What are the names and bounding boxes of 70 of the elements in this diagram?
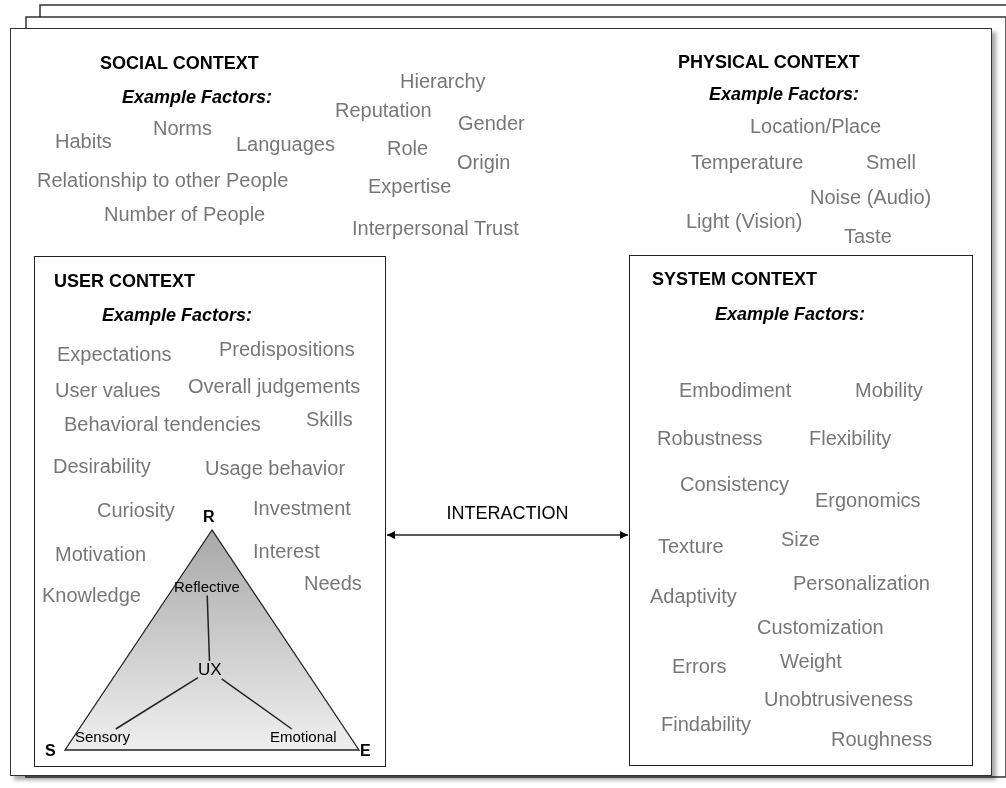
factor-label: Behavioral tendencies	[64, 412, 261, 436]
factor-label: Smell	[866, 150, 916, 174]
factor-label: Ergonomics	[815, 488, 921, 512]
factor-label: Weight	[780, 649, 842, 673]
factor-label: Size	[781, 527, 820, 551]
factor-label: Motivation	[55, 542, 147, 566]
factor-label: Personalization	[793, 571, 930, 595]
factor-label: Texture	[658, 534, 724, 558]
factor-label: Investment	[253, 496, 351, 520]
factor-label: Usage behavior	[205, 456, 346, 480]
factor-label: Expertise	[368, 174, 452, 198]
factor-label: Needs	[304, 571, 362, 595]
factor-label: Noise (Audio)	[810, 185, 932, 209]
factor-label: Customization	[757, 615, 884, 639]
subheading: Example Factors:	[102, 304, 253, 326]
factor-label: Adaptivity	[650, 584, 737, 608]
factor-label: Location/Place	[750, 114, 882, 138]
factor-label: User values	[55, 378, 161, 402]
connector-line	[115, 676, 199, 730]
factor-label: Interest	[253, 539, 320, 563]
double-arrow	[386, 531, 629, 539]
factor-label: Number of People	[104, 202, 266, 226]
factor-label: Overall judgements	[188, 374, 361, 398]
corner-label: S	[45, 741, 56, 761]
factor-label: Consistency	[680, 472, 789, 496]
factor-label: Embodiment	[679, 378, 792, 402]
factor-label: Predispositions	[219, 337, 355, 361]
center-label: UX	[198, 661, 222, 680]
factor-label: Hierarchy	[400, 69, 486, 93]
section-heading: PHYSICAL CONTEXT	[678, 51, 860, 73]
factor-label: Relationship to other People	[37, 168, 289, 192]
factor-label: Mobility	[855, 378, 923, 402]
factor-label: Errors	[672, 654, 727, 678]
factor-label: Roughness	[831, 727, 933, 751]
factor-label: Curiosity	[97, 498, 175, 522]
factor-label: Findability	[661, 712, 752, 736]
panel-heading: SYSTEM CONTEXT	[652, 268, 817, 290]
factor-label: Flexibility	[809, 426, 892, 450]
factor-label: Expectations	[57, 342, 172, 366]
factor-label: Unobtrusiveness	[764, 687, 913, 711]
factor-label: Languages	[236, 132, 335, 156]
factor-label: Temperature	[691, 150, 804, 174]
subheading: Example Factors:	[122, 86, 273, 108]
corner-label: E	[360, 741, 371, 761]
context-panel	[629, 255, 973, 766]
factor-label: Desirability	[53, 454, 151, 478]
factor-label: Role	[387, 136, 429, 160]
factor-label: Interpersonal Trust	[352, 216, 519, 240]
factor-label: Robustness	[657, 426, 763, 450]
panel-heading: USER CONTEXT	[54, 270, 195, 292]
subheading: Example Factors:	[709, 83, 860, 105]
connector-line	[220, 678, 293, 730]
factor-label: Gender	[458, 111, 525, 135]
factor-label: Reputation	[335, 98, 432, 122]
factor-label: Light (Vision)	[686, 209, 803, 233]
factor-label: Skills	[306, 407, 353, 431]
factor-label: Habits	[55, 129, 112, 153]
factor-label: Norms	[153, 116, 212, 140]
subheading: Example Factors:	[715, 303, 866, 325]
vertex-label: Sensory	[75, 729, 131, 746]
factor-label: Taste	[844, 224, 892, 248]
section-heading: SOCIAL CONTEXT	[100, 52, 259, 74]
factor-label: Origin	[457, 150, 511, 174]
factor-label: Knowledge	[42, 583, 141, 607]
connector-line	[206, 594, 211, 662]
context-panel	[34, 256, 386, 767]
corner-label: R	[203, 507, 215, 527]
vertex-label: Emotional	[270, 729, 337, 746]
vertex-label: Reflective	[174, 579, 240, 596]
page-sheet	[10, 28, 992, 776]
